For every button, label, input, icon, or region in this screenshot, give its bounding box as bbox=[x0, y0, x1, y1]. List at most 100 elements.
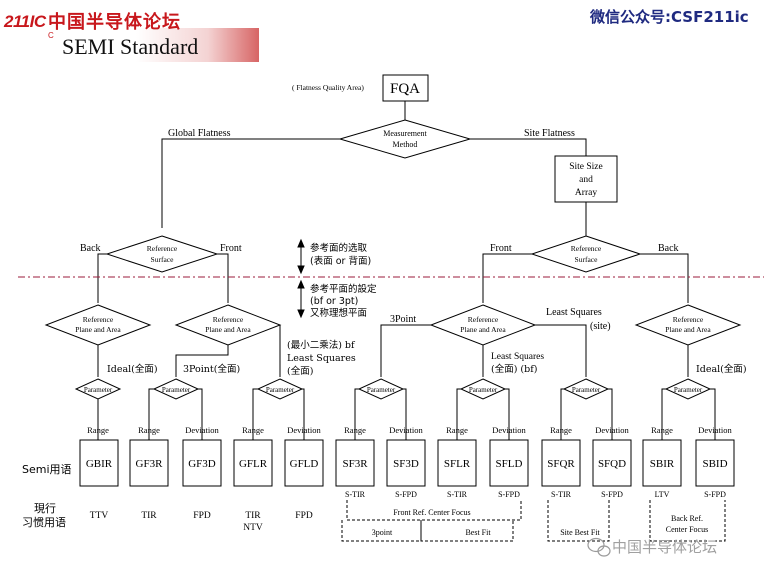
common-ntv: NTV bbox=[243, 523, 263, 533]
group-three-point: 3point bbox=[372, 528, 393, 537]
right-ref-surface-line1: Reference bbox=[571, 244, 602, 253]
annot-plane-line3: 又称理想平面 bbox=[310, 307, 367, 319]
group-back-ref-line1: Back Ref. bbox=[671, 514, 703, 523]
code-box-gbir bbox=[79, 439, 119, 487]
ref-plane-4-line1: Reference bbox=[673, 315, 704, 324]
group-best-fit: Best Fit bbox=[465, 528, 491, 537]
param-3 bbox=[256, 378, 304, 400]
param-6 bbox=[562, 378, 610, 400]
annot-surface-line2: (表面 or 背面) bbox=[310, 255, 371, 267]
site-size-line1: Site Size bbox=[569, 162, 603, 172]
ref-plane-2-line1: Reference bbox=[213, 315, 244, 324]
code-sf3r: SF3R bbox=[342, 458, 368, 470]
title-background bbox=[54, 28, 259, 62]
fqa-box bbox=[382, 74, 429, 102]
site-term-2: S-FPD bbox=[395, 490, 417, 499]
site-term-6: S-FPD bbox=[601, 490, 623, 499]
code-sfld: SFLD bbox=[496, 458, 523, 470]
group-back-ref-line2: Center Focus bbox=[666, 525, 708, 534]
param-7 bbox=[664, 378, 712, 400]
code-gfld: GFLD bbox=[290, 458, 319, 470]
right-front-label: Front bbox=[490, 243, 512, 254]
deviation-label-1: Deviation bbox=[185, 425, 219, 435]
ls-bf-line2: (全面) (bf) bbox=[491, 363, 537, 375]
ls-bf-line1: Least Squares bbox=[491, 352, 544, 362]
left-front-label: Front bbox=[220, 243, 242, 254]
param-3-label: Parameter bbox=[266, 386, 295, 394]
site-flatness-label: Site Flatness bbox=[524, 128, 575, 139]
site-term-8: S-FPD bbox=[704, 490, 726, 499]
code-box-sfqd bbox=[592, 439, 632, 487]
common-tir-2: TIR bbox=[245, 511, 261, 521]
ideal-right-label: Ideal(全面) bbox=[696, 363, 747, 375]
code-sbir: SBIR bbox=[650, 458, 675, 470]
code-box-gf3d bbox=[182, 439, 222, 487]
code-box-sfqr bbox=[541, 439, 581, 487]
group-front-ref: Front Ref. Center Focus bbox=[393, 508, 470, 517]
site-term-1: S-TIR bbox=[345, 490, 366, 499]
site-term-5: S-TIR bbox=[551, 490, 572, 499]
three-point-label: 3Point bbox=[390, 314, 416, 325]
measurement-diamond bbox=[338, 119, 472, 159]
semi-label: Semi用语 bbox=[22, 463, 72, 476]
left-back-label: Back bbox=[80, 243, 101, 254]
common-tir-1: TIR bbox=[141, 511, 157, 521]
annot-surface-line1: 参考面的选取 bbox=[310, 242, 368, 254]
measurement-line2: Method bbox=[393, 140, 418, 149]
code-sfqr: SFQR bbox=[547, 458, 575, 470]
right-back-label: Back bbox=[658, 243, 679, 254]
code-box-sflr bbox=[437, 439, 477, 487]
ref-plane-3-line2: Plane and Area bbox=[460, 325, 506, 334]
code-box-sfld bbox=[489, 439, 529, 487]
param-2-label: Parameter bbox=[162, 386, 191, 394]
range-label-5: Range bbox=[446, 425, 468, 435]
global-flatness-label: Global Flatness bbox=[168, 128, 231, 139]
code-gf3d: GF3D bbox=[188, 458, 216, 470]
ideal-left-label: Ideal(全面) bbox=[107, 363, 158, 375]
code-gflr: GFLR bbox=[239, 458, 268, 470]
code-sf3d: SF3D bbox=[393, 458, 419, 470]
code-gf3r: GF3R bbox=[136, 458, 164, 470]
fqa-label: FQA bbox=[390, 81, 420, 97]
group-site-best-fit: Site Best Fit bbox=[560, 528, 600, 537]
site-label: (site) bbox=[590, 321, 611, 332]
range-label-3: Range bbox=[242, 425, 264, 435]
three-point-full-label: 3Point(全面) bbox=[183, 363, 240, 375]
site-term-3: S-TIR bbox=[447, 490, 468, 499]
param-6-label: Parameter bbox=[572, 386, 601, 394]
code-box-gflr bbox=[233, 439, 273, 487]
annot-plane-line1: 参考平面的設定 bbox=[310, 283, 377, 295]
range-label-7: Range bbox=[651, 425, 673, 435]
page-title: SEMI Standard bbox=[62, 34, 199, 59]
site-term-7: LTV bbox=[655, 490, 670, 499]
code-sbid: SBID bbox=[702, 458, 727, 470]
range-label-1: Range bbox=[87, 425, 109, 435]
deviation-label-3: Deviation bbox=[389, 425, 423, 435]
param-1-label: Parameter bbox=[84, 386, 113, 394]
deviation-label-5: Deviation bbox=[595, 425, 629, 435]
measurement-line1: Measurement bbox=[383, 129, 427, 138]
param-7-label: Parameter bbox=[674, 386, 703, 394]
common-label-line2: 习惯用语 bbox=[22, 515, 66, 529]
right-ref-surface-line2: Surface bbox=[575, 255, 599, 264]
ref-plane-1-line1: Reference bbox=[83, 315, 114, 324]
deviation-label-4: Deviation bbox=[492, 425, 526, 435]
param-5-label: Parameter bbox=[469, 386, 498, 394]
fqa-note: ( Flatness Quality Area) bbox=[292, 83, 364, 92]
site-size-box bbox=[554, 155, 618, 203]
ref-plane-1-line2: Plane and Area bbox=[75, 325, 121, 334]
code-gbir: GBIR bbox=[86, 458, 113, 470]
left-ref-surface-line2: Surface bbox=[151, 255, 175, 264]
param-2 bbox=[152, 378, 200, 400]
deviation-label-2: Deviation bbox=[287, 425, 321, 435]
ref-plane-3-line1: Reference bbox=[468, 315, 499, 324]
code-box-gf3r bbox=[129, 439, 169, 487]
ref-plane-4-line2: Plane and Area bbox=[665, 325, 711, 334]
code-box-sf3r bbox=[335, 439, 375, 487]
param-4 bbox=[357, 378, 405, 400]
code-sfqd: SFQD bbox=[598, 458, 626, 470]
least-squares-label: Least Squares bbox=[546, 307, 602, 318]
logo-text: 中国半导体论坛 bbox=[48, 12, 181, 33]
site-size-line3: Array bbox=[575, 188, 597, 198]
common-fpd-1: FPD bbox=[193, 511, 211, 521]
